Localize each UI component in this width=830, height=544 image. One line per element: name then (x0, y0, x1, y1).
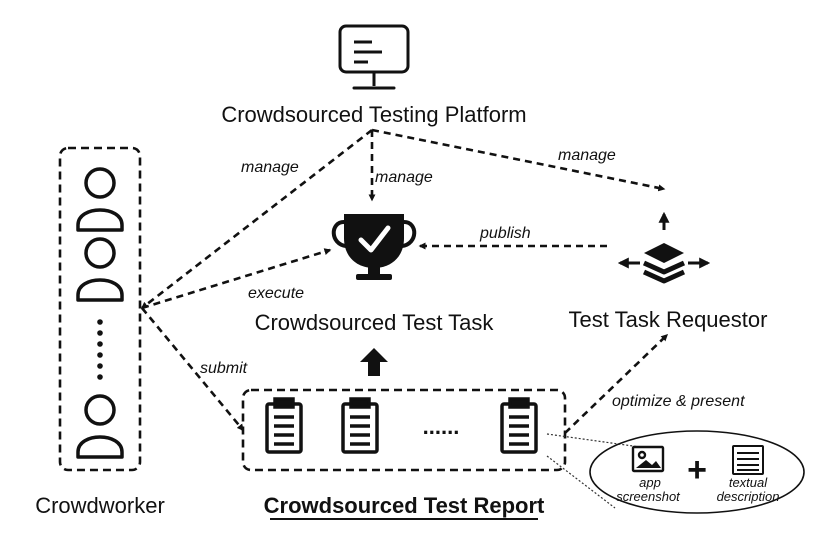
report-label: Crowdsourced Test Report (264, 493, 545, 518)
edge-label-execute: execute (248, 285, 304, 302)
edge-crowdworker-to-report (140, 307, 245, 432)
edge-label-optimize-present: optimize & present (612, 393, 745, 410)
person-icon (76, 237, 124, 302)
vertical-dots (97, 319, 103, 380)
monitor-icon (338, 24, 410, 90)
callout-line (546, 455, 616, 509)
text-doc-icon (732, 445, 764, 475)
edge-crowdworker-to-task (141, 248, 332, 310)
description-label-line2: description (717, 489, 780, 504)
clipboard-icon (500, 397, 538, 454)
edge-platform-to-crowdworker (140, 128, 373, 310)
trophy-icon (331, 214, 417, 280)
task-label: Crowdsourced Test Task (255, 310, 495, 335)
up-arrow-icon (360, 348, 388, 376)
crowdworker-group-box (58, 146, 142, 472)
edge-label-submit: submit (200, 360, 248, 377)
edge-platform-to-requestor (371, 128, 666, 192)
edge-report-to-requestor (564, 334, 669, 434)
edge-label-publish: publish (479, 225, 531, 242)
clipboard-icon (341, 397, 379, 454)
edge-label-manage-left: manage (241, 159, 299, 176)
edge-label-manage-right: manage (558, 147, 616, 164)
image-icon (631, 445, 665, 473)
clipboard-icon (265, 397, 303, 454)
requestor-label: Test Task Requestor (569, 307, 768, 332)
description-label-line1: textual (729, 475, 768, 490)
report-detail-ellipse (589, 430, 805, 514)
screenshot-label-line1: app (639, 475, 661, 490)
report-dots: ...... (423, 414, 460, 439)
person-icon (76, 394, 124, 459)
layers-icon (617, 211, 711, 284)
crowdworker-label: Crowdworker (35, 493, 165, 518)
person-icon (76, 167, 124, 232)
screenshot-label-line2: screenshot (616, 489, 681, 504)
platform-label: Crowdsourced Testing Platform (221, 102, 526, 127)
edge-label-manage-middle: manage (375, 169, 433, 186)
plus-sign: + (687, 451, 707, 489)
